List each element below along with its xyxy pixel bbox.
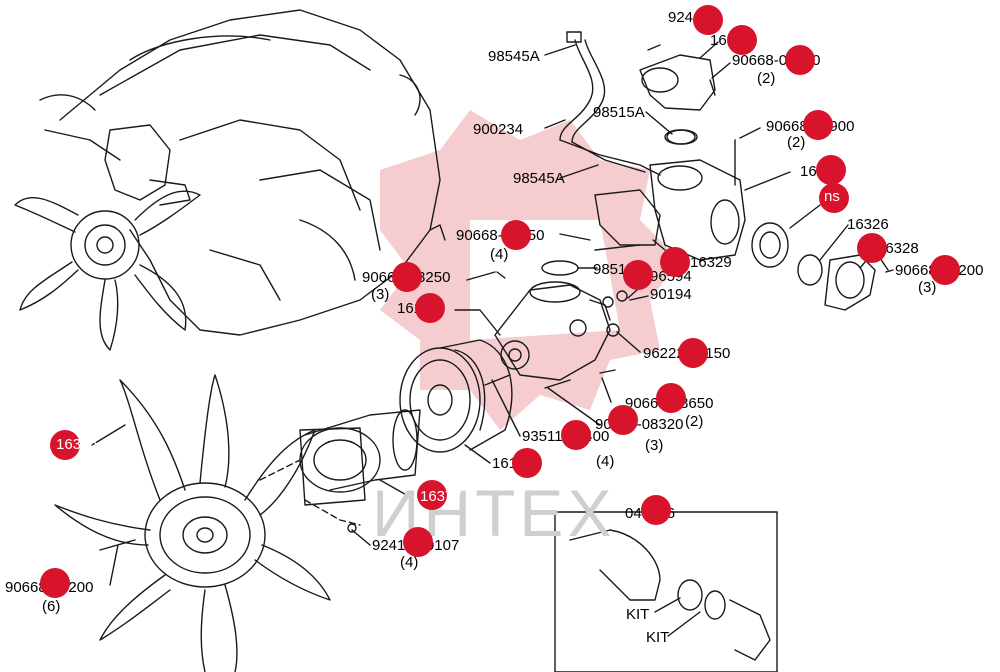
hotspot-16306[interactable] [50, 430, 80, 460]
bolts [99, 79, 889, 551]
pulley-16173 [399, 339, 513, 453]
part-label-90194[interactable]: 90194 [650, 286, 692, 303]
housing-16301 [594, 159, 746, 261]
qty-90668-08320: (3) [645, 437, 664, 454]
hotspot-93511-10400[interactable] [561, 420, 591, 450]
hotspot-90668-08320[interactable] [608, 405, 638, 435]
qty-90668-08650: (2) [685, 413, 704, 430]
qty-90668-08200-right: (3) [918, 279, 937, 296]
part-label-16329[interactable]: 16329 [690, 254, 732, 271]
qty-90668-10900: (2) [787, 134, 806, 151]
hotspot-90668-08200-right[interactable] [930, 255, 960, 285]
hotspot-90668-08650[interactable] [656, 383, 686, 413]
hotspot-92411-10107[interactable] [403, 527, 433, 557]
leader-lines [91, 41, 894, 637]
part-label-98515a-top[interactable]: 98515A [593, 104, 645, 121]
thermostat-assembly [751, 222, 876, 311]
hotspot-16173[interactable] [512, 448, 542, 478]
qty-90668-08200-top: (2) [757, 70, 776, 87]
part-label-16326[interactable]: 16326 [847, 216, 889, 233]
hotspot-90668-08350[interactable] [501, 220, 531, 250]
fan-16306 [54, 374, 331, 672]
hotspot-16377[interactable] [417, 480, 447, 510]
hotspot-90668-10900[interactable] [803, 110, 833, 140]
hotspot-16304[interactable] [727, 25, 757, 55]
hotspot-16301[interactable] [816, 155, 846, 185]
hotspot-92466[interactable] [693, 5, 723, 35]
hotspot-90668-08250[interactable] [392, 262, 422, 292]
hotspot-16100[interactable] [415, 293, 445, 323]
part-label-98545a-top[interactable]: 98545A [488, 48, 540, 65]
engine-fan [14, 190, 201, 351]
engine-block [39, 9, 446, 336]
part-label-ns[interactable]: ns [824, 188, 840, 205]
hotspot-16329[interactable] [660, 247, 690, 277]
qty-90668-08350: (4) [490, 246, 509, 263]
hotspot-ns[interactable] [819, 183, 849, 213]
hotspot-96594[interactable] [623, 260, 653, 290]
hotspot-96222-21150[interactable] [678, 338, 708, 368]
hotspot-040166[interactable] [641, 495, 671, 525]
part-label-16377[interactable]: 16377 [420, 488, 462, 505]
qty-90668-08250: (3) [371, 286, 390, 303]
center-line [259, 459, 361, 526]
part-label-kit-thermostat[interactable]: KIT [626, 606, 650, 623]
qty-92411: (4) [400, 554, 419, 571]
part-label-16328[interactable]: 16328 [877, 240, 919, 257]
part-label-kit-gasket[interactable]: KIT [646, 629, 670, 646]
water-pump-16100 [494, 281, 611, 381]
part-label-98545a-low[interactable]: 98545A [513, 170, 565, 187]
part-label-900234[interactable]: 900234 [473, 121, 524, 138]
qty-90668-08200-left: (6) [42, 598, 61, 615]
hotspot-90668-08200-top[interactable] [785, 45, 815, 75]
qty-93511: (4) [596, 453, 615, 470]
hotspot-16328[interactable] [857, 233, 887, 263]
hotspot-90668-08200-left[interactable] [40, 568, 70, 598]
part-label-16306[interactable]: 16306 [56, 436, 98, 453]
